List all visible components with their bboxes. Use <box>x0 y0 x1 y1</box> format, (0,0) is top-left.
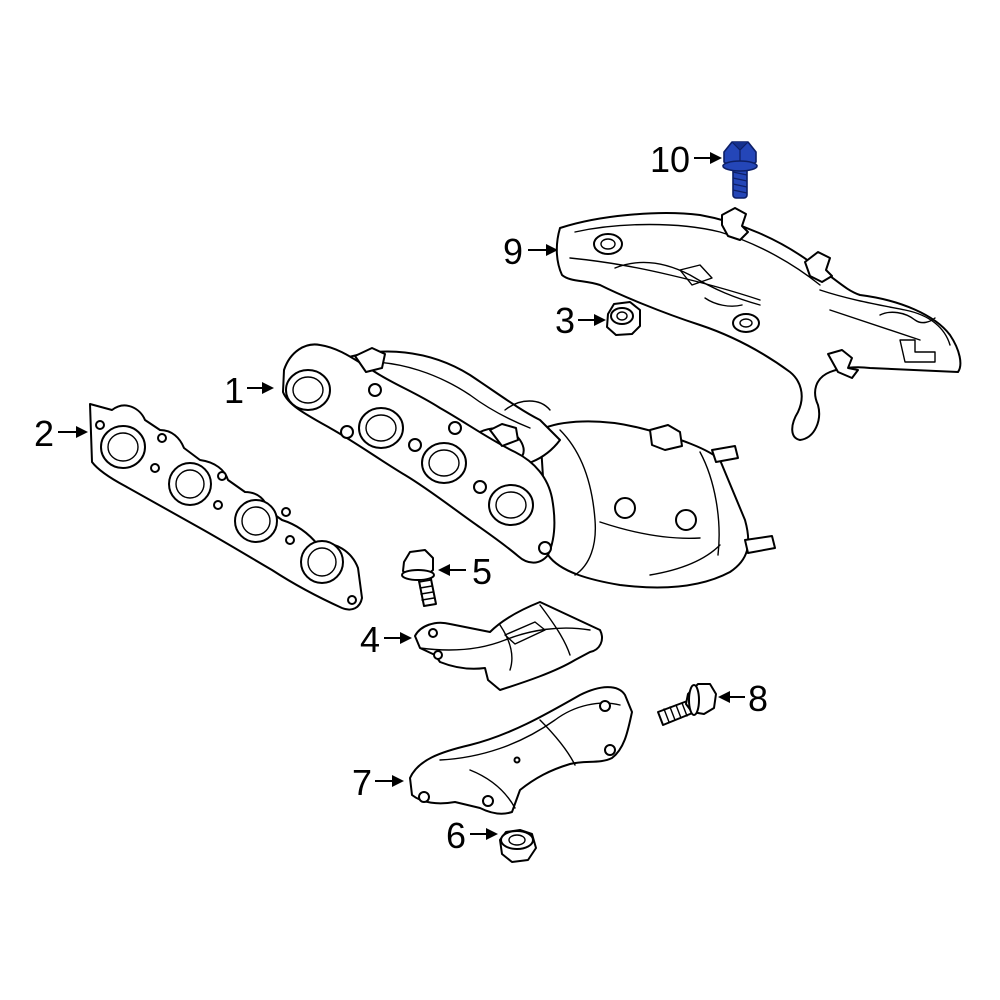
callout-label-3: 3 <box>555 300 575 341</box>
callout-9: 9 <box>503 231 558 272</box>
exhaust-manifold[interactable] <box>282 343 776 589</box>
callout-5: 5 <box>438 551 492 592</box>
callout-7: 7 <box>352 762 404 803</box>
callout-label-6: 6 <box>446 815 466 856</box>
callout-4: 4 <box>360 619 412 660</box>
callout-label-4: 4 <box>360 619 380 660</box>
gasket-part-2[interactable] <box>89 403 363 611</box>
callout-label-8: 8 <box>748 678 768 719</box>
callout-label-10: 10 <box>650 139 690 180</box>
callout-10: 10 <box>650 139 722 180</box>
callout-label-7: 7 <box>352 762 372 803</box>
callout-2: 2 <box>34 413 88 454</box>
callout-label-1: 1 <box>224 370 244 411</box>
callout-label-2: 2 <box>34 413 54 454</box>
bolt-part-8[interactable] <box>657 683 717 726</box>
callout-label-9: 9 <box>503 231 523 272</box>
bolt-part-5[interactable] <box>401 549 437 607</box>
callout-3: 3 <box>555 300 606 341</box>
heat-shield-lower[interactable] <box>414 601 603 691</box>
callout-8: 8 <box>718 678 768 719</box>
heat-shield-upper[interactable] <box>555 207 962 441</box>
bolt-part-10[interactable] <box>722 141 758 199</box>
nut-part-6[interactable] <box>499 829 537 863</box>
bracket-part-7[interactable] <box>409 686 633 815</box>
nut-part-3[interactable] <box>606 301 641 336</box>
callout-1: 1 <box>224 370 274 411</box>
callout-6: 6 <box>446 815 498 856</box>
callout-label-5: 5 <box>472 551 492 592</box>
